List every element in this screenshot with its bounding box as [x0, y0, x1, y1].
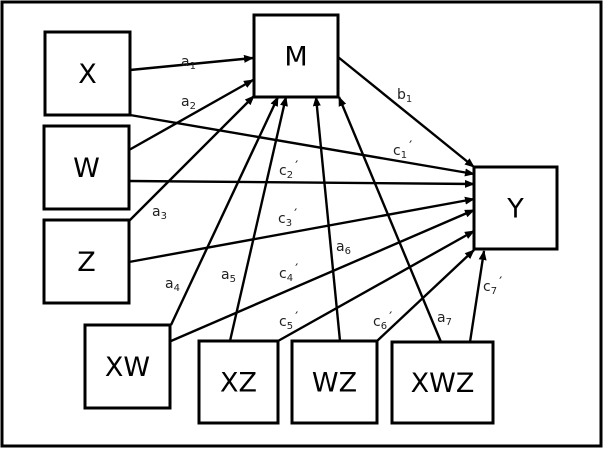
edge-label-a6: a6: [336, 239, 351, 257]
node-label-z: Z: [77, 247, 96, 278]
edge-label-a7: a7: [437, 310, 452, 328]
node-xw: XW: [83, 323, 172, 410]
node-box-xwz: [390, 340, 495, 425]
edge-c3-z-to-y: [128, 196, 475, 264]
edge-c7-xwz-to-y: [468, 250, 487, 343]
node-box-y: [472, 165, 559, 251]
edge-a2-w-to-m: [128, 78, 254, 152]
edge-c5-xz-to-y: [277, 229, 475, 343]
edge-label-a2: a2: [181, 94, 196, 112]
edge-c2-w-to-y: [128, 179, 475, 188]
node-y: Y: [472, 165, 559, 251]
node-box-xw: [83, 323, 172, 410]
node-box-xz: [197, 339, 280, 425]
node-box-wz: [290, 339, 379, 425]
node-xwz: XWZ: [390, 340, 495, 425]
edge-a4-xw-to-m: [169, 96, 280, 326]
edge-label-b1: b1: [397, 87, 412, 105]
node-label-m: M: [284, 42, 307, 73]
node-label-wz: WZ: [312, 368, 357, 399]
edge-label-a1: a1: [181, 54, 196, 72]
node-m: M: [252, 13, 340, 99]
node-z: Z: [42, 218, 131, 305]
edge-label-c4: c4′: [279, 262, 298, 284]
edge-label-c6: c6′: [373, 310, 392, 332]
node-box-x: [43, 30, 132, 117]
edge-label-c2: c2′: [279, 159, 298, 181]
node-xz: XZ: [197, 339, 280, 425]
node-w: W: [42, 124, 131, 211]
node-label-x: X: [78, 59, 97, 90]
edge-a3-z-to-m: [128, 95, 255, 222]
node-box-z: [42, 218, 131, 305]
edge-labels-layer: a1 a2 a3 a4 a5 a6 a7 b1 c1′ c2′ c3′ c4′ c5′ c6′ c7′: [152, 54, 502, 332]
edge-label-a4: a4: [165, 276, 180, 294]
node-label-xw: XW: [105, 352, 150, 383]
edge-label-c1: c1′: [393, 139, 412, 161]
node-label-xz: XZ: [220, 368, 257, 399]
edge-a1-x-to-m: [129, 54, 254, 72]
edge-label-a5: a5: [221, 267, 236, 285]
edges-layer: [128, 54, 487, 343]
node-label-xwz: XWZ: [411, 368, 475, 399]
edge-label-c7: c7′: [483, 275, 502, 297]
edge-label-c3: c3′: [278, 207, 297, 229]
node-box-w: [42, 124, 131, 211]
edge-label-a3: a3: [152, 204, 167, 222]
edge-a6-wz-to-m: [312, 96, 342, 342]
node-label-y: Y: [506, 194, 524, 225]
edge-b1-m-to-y: [337, 56, 475, 168]
edge-a5-xz-to-m: [228, 96, 288, 342]
node-label-w: W: [73, 153, 100, 184]
edge-label-c5: c5′: [279, 310, 298, 332]
edge-c6-wz-to-y: [376, 249, 475, 342]
edge-c1-x-to-y: [129, 113, 475, 177]
node-box-m: [252, 13, 340, 99]
edge-c4-xw-to-y: [170, 208, 475, 343]
node-x: X: [43, 30, 132, 117]
node-wz: WZ: [290, 339, 379, 425]
edge-a7-xwz-to-m: [337, 96, 443, 343]
